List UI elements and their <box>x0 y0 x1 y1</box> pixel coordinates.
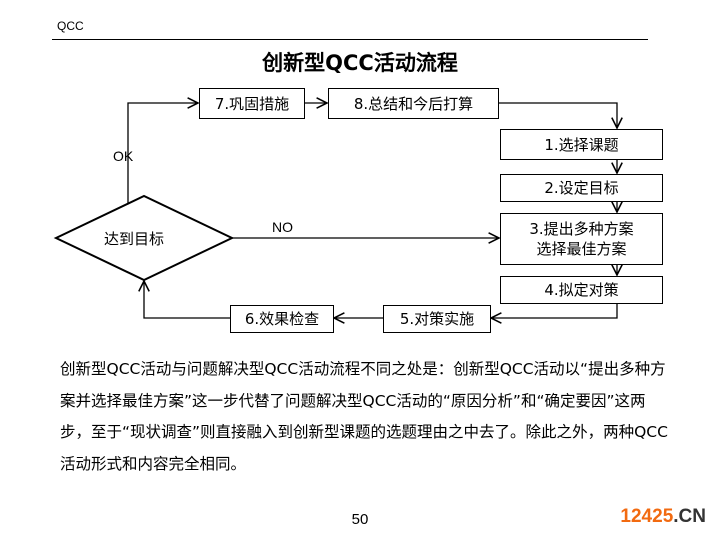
header-label: QCC <box>57 19 84 33</box>
no-label: NO <box>272 219 293 235</box>
step-3-box: 3.提出多种方案 选择最佳方案 <box>500 213 663 265</box>
header-divider <box>52 39 648 40</box>
decision-label: 达到目标 <box>104 230 165 248</box>
description-paragraph: 创新型QCC活动与问题解决型QCC活动流程不同之处是：创新型QCC活动以“提出多… <box>60 360 668 473</box>
step-1-box: 1.选择课题 <box>500 129 663 160</box>
step-6-box: 6.效果检查 <box>230 305 334 333</box>
arrow-4-5 <box>491 303 618 318</box>
page-number: 50 <box>351 511 369 528</box>
arrow-ok <box>127 103 198 203</box>
step-2-box: 2.设定目标 <box>500 174 663 202</box>
watermark-number: 12425 <box>620 506 674 527</box>
watermark-suffix: .CN <box>673 506 706 527</box>
arrow-8-1 <box>498 102 617 128</box>
step-3-line2: 选择最佳方案 <box>536 240 627 258</box>
step-4-box: 4.拟定对策 <box>500 276 663 304</box>
watermark-logo: 12425.CN <box>620 506 706 528</box>
step-7-box: 7.巩固措施 <box>199 88 305 119</box>
step-3-line1: 3.提出多种方案 <box>529 220 634 238</box>
step-8-box: 8.总结和今后打算 <box>328 88 499 119</box>
arrow-6-decision <box>144 281 230 319</box>
ok-label: OK <box>113 148 134 164</box>
page-title: 创新型QCC活动流程 <box>262 51 458 75</box>
step-5-box: 5.对策实施 <box>383 305 491 333</box>
